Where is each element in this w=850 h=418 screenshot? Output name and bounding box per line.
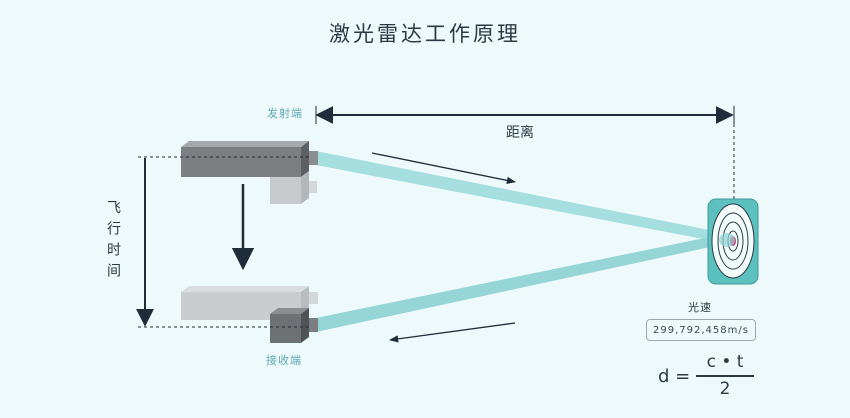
formula-lhs: d = <box>658 366 691 387</box>
outgoing-direction-arrow <box>371 152 516 184</box>
receiver-unit <box>181 286 318 343</box>
emitter-label: 发射端 <box>267 107 303 120</box>
formula-numerator: c • t <box>706 352 744 372</box>
speed-value: 299,792,458m/s <box>653 324 749 336</box>
light-speed-label: 光速 <box>688 301 712 314</box>
formula-fraction-bar <box>696 375 754 377</box>
flight-time-label: 飞行时间 <box>105 200 121 284</box>
returning-direction-arrow <box>389 322 516 343</box>
target-object <box>707 198 759 285</box>
page-title: 激光雷达工作原理 <box>329 22 521 46</box>
returning-beam <box>316 234 724 332</box>
outgoing-beam <box>316 151 724 243</box>
receiver-label: 接收端 <box>266 354 302 367</box>
emitter-unit <box>181 141 318 204</box>
speed-value-box: 299,792,458m/s <box>646 319 756 341</box>
formula-denominator: 2 <box>719 379 731 399</box>
distance-formula: d = c • t 2 <box>658 352 768 399</box>
distance-label: 距离 <box>506 125 534 141</box>
